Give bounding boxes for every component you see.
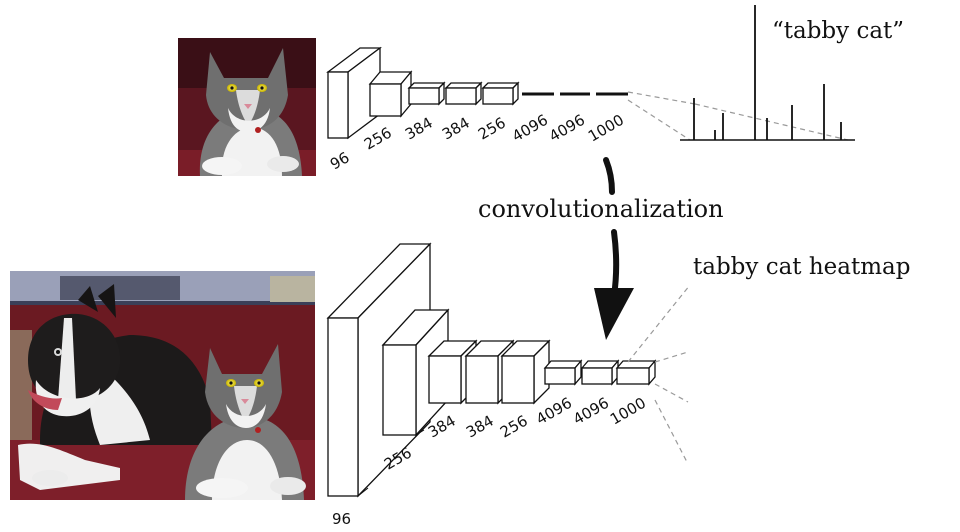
top-layer-block-384a (409, 83, 444, 104)
top-layer-block-256b (483, 83, 518, 104)
cat-photo-top (178, 38, 316, 176)
top-label-4096a: 4096 (509, 111, 551, 146)
bottom-layer-block-1000 (617, 361, 655, 384)
output-label: “tabby cat” (772, 18, 904, 44)
convolutionalization-label: convolutionalization (478, 195, 724, 223)
top-layer-block-256 (370, 72, 411, 116)
bottom-label-1000: 1000 (607, 394, 649, 429)
bottom-layer-block-256b (502, 341, 549, 403)
conversion-arrow-head (594, 288, 634, 340)
top-dashed-upper (628, 92, 695, 104)
top-label-384a: 384 (402, 114, 436, 144)
bottom-label-384b: 384 (463, 412, 497, 442)
top-layer-block-384b (446, 83, 481, 104)
bottom-layer-block-4096a (545, 361, 581, 384)
bottom-label-96: 96 (332, 510, 351, 528)
heatmap-label: tabby cat heatmap (693, 254, 910, 280)
bottom-layer-block-4096b (582, 361, 618, 384)
top-label-256: 256 (361, 124, 395, 154)
bottom-label-4096b: 4096 (570, 394, 612, 429)
conversion-arrow-upper (606, 160, 612, 192)
bottom-label-256b: 256 (497, 412, 531, 442)
top-label-384b: 384 (439, 114, 473, 144)
top-label-4096b: 4096 (546, 111, 588, 146)
top-label-1000: 1000 (585, 111, 627, 146)
top-dashed-lower (628, 100, 690, 140)
bottom-network (328, 244, 655, 496)
top-label-256b: 256 (475, 114, 509, 144)
conversion-arrow-shaft (614, 232, 616, 296)
dog-cat-photo-bottom (10, 271, 315, 500)
bottom-label-4096a: 4096 (533, 394, 575, 429)
top-label-96: 96 (327, 148, 353, 173)
top-dashed-diag (695, 104, 848, 140)
